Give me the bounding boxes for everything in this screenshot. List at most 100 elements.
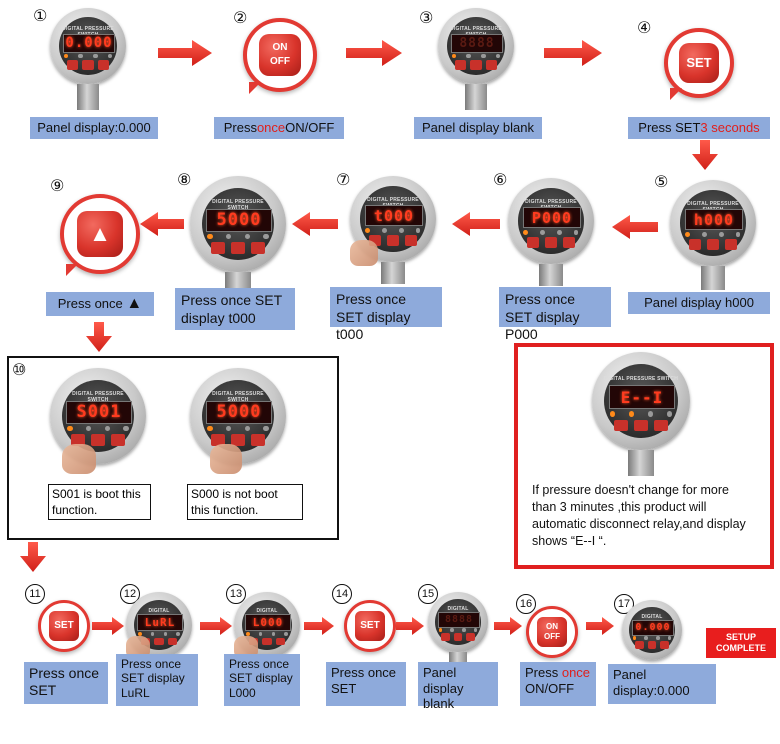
gauge-step-1: DIGITAL PRESSURE SWITCH 0.000: [50, 8, 126, 84]
step-9-number: ⑨: [50, 176, 65, 195]
gauge-display: E--I: [608, 385, 676, 409]
finger-icon: [62, 444, 96, 474]
gauge-step-7: DIGITAL PRESSURE SWITCH t000: [350, 176, 436, 262]
error-description: If pressure doesn't change for more than…: [532, 483, 746, 548]
step-13-number: 13: [226, 584, 246, 604]
arrow-right-7: [396, 617, 424, 635]
arrow-right-9: [586, 617, 614, 635]
set-icon: SET: [355, 611, 385, 641]
gauge-stem: [381, 262, 405, 284]
gauge-display: L000: [245, 614, 291, 631]
gauge-display: 0.000: [632, 620, 674, 636]
caption-step-16: Press once ON/OFF: [520, 662, 596, 706]
set-button-step-11: SET: [38, 600, 90, 652]
set-button-step-4: SET: [664, 28, 734, 100]
step-3-number: ③: [419, 8, 434, 27]
caption-step-8: Press once SET display t000: [175, 288, 295, 330]
gauge-step-15: DIGITAL PRESSURE SWITCH 8888: [428, 592, 488, 652]
gauge-display: t000: [364, 205, 424, 227]
gauge-stem: [77, 84, 99, 110]
step-7-number: ⑦: [336, 170, 351, 189]
arrow-right-6: [304, 617, 334, 635]
gauge-step-5: DIGITAL PRESSURE SWITCH h000: [670, 180, 756, 266]
step-16-number: 16: [516, 594, 536, 614]
arrow-down-3: [20, 542, 46, 572]
gauge-display: h000: [684, 209, 744, 231]
arrow-right-8: [494, 617, 522, 635]
step-15-number: 15: [418, 584, 438, 604]
arrow-right-1: [158, 40, 212, 66]
caption-step-15: Panel display blank: [418, 662, 498, 711]
finger-icon: [350, 240, 378, 266]
step-8-number: ⑧: [177, 170, 192, 189]
arrow-right-5: [200, 617, 232, 635]
caption-step-5: Panel display h000: [628, 292, 770, 314]
finger-icon: [234, 636, 258, 658]
step-12-number: 12: [120, 584, 140, 604]
gauge-display: 0.000: [62, 33, 116, 53]
arrow-down-2: [86, 322, 112, 352]
gauge-step-6: DIGITAL PRESSURE SWITCH P000: [508, 178, 594, 264]
caption-step-2: Press once ON/OFF: [214, 117, 344, 139]
gauge-display: 5000: [206, 208, 272, 232]
arrow-left-4: [140, 212, 184, 236]
step-6-number: ⑥: [493, 170, 508, 189]
gauge-step-10-a: DIGITAL PRESSURE SWITCH S001: [50, 368, 146, 464]
gauge-display-blank: 8888: [450, 33, 504, 53]
arrow-left-2: [452, 212, 500, 236]
caption-step-3: Panel display blank: [414, 117, 542, 139]
step-10-number: ⑩: [12, 360, 27, 379]
gauge-display: LuRL: [137, 614, 183, 631]
set-icon: SET: [49, 611, 79, 641]
gauge-step-3: DIGITAL PRESSURE SWITCH 8888: [438, 8, 514, 84]
step-11-number: 11: [25, 584, 45, 604]
step-2-number: ②: [233, 8, 248, 27]
gauge-display-blank: 8888: [438, 612, 480, 628]
gauge-stem: [701, 266, 725, 290]
setup-complete-badge: SETUP COMPLETE: [706, 628, 776, 658]
caption-step-9: Press once ▲: [46, 292, 154, 316]
caption-step-11: Press once SET: [24, 662, 108, 704]
arrow-left-1: [612, 215, 658, 239]
gauge-display: 5000: [206, 400, 272, 424]
set-button-step-14: SET: [344, 600, 396, 652]
gauge-stem: [465, 84, 487, 110]
caption-step-4: Press SET 3 seconds: [628, 117, 770, 139]
gauge-display: P000: [522, 207, 582, 229]
step-1-number: ①: [33, 6, 48, 25]
caption-step-12: Press once SET display LuRL: [116, 654, 198, 706]
arrow-right-4: [92, 617, 124, 635]
arrow-down-1: [692, 140, 718, 170]
finger-icon: [210, 444, 242, 474]
arrow-right-2: [346, 40, 402, 66]
caption-step-14: Press once SET: [326, 662, 406, 706]
gauge-stem: [628, 450, 654, 476]
gauge-step-10-b: DIGITAL PRESSURE SWITCH 5000: [190, 368, 286, 464]
set-icon: SET: [679, 43, 719, 83]
arrow-left-3: [292, 212, 338, 236]
caption-step-17: Panel display:0.000: [608, 664, 716, 704]
step-4-number: ④: [637, 18, 652, 37]
triangle-up-icon: ▲: [126, 294, 143, 312]
gauge-stem: [449, 652, 467, 662]
step-14-number: 14: [332, 584, 352, 604]
step-5-number: ⑤: [654, 172, 669, 191]
caption-step-6: Press once SET display P000: [499, 287, 611, 342]
gauge-step-8: DIGITAL PRESSURE SWITCH 5000: [190, 176, 286, 272]
caption-step-1: Panel display:0.000: [30, 117, 158, 139]
caption-step-7: Press once SET display t000: [330, 287, 442, 342]
arrow-right-3: [544, 40, 602, 66]
caption-step-13: Press once SET display L000: [224, 654, 300, 706]
note-s001: S001 is boot this function.: [48, 484, 151, 520]
up-arrow-icon: ▲: [76, 210, 124, 258]
gauge-stem: [539, 264, 563, 286]
finger-icon: [126, 636, 150, 658]
gauge-error: DIGITAL PRESSURE SWITCH E--I: [592, 352, 690, 450]
gauge-step-17: DIGITAL PRESSURE SWITCH 0.000: [622, 600, 682, 660]
gauge-display: S001: [66, 400, 132, 424]
gauge-stem: [225, 272, 251, 288]
